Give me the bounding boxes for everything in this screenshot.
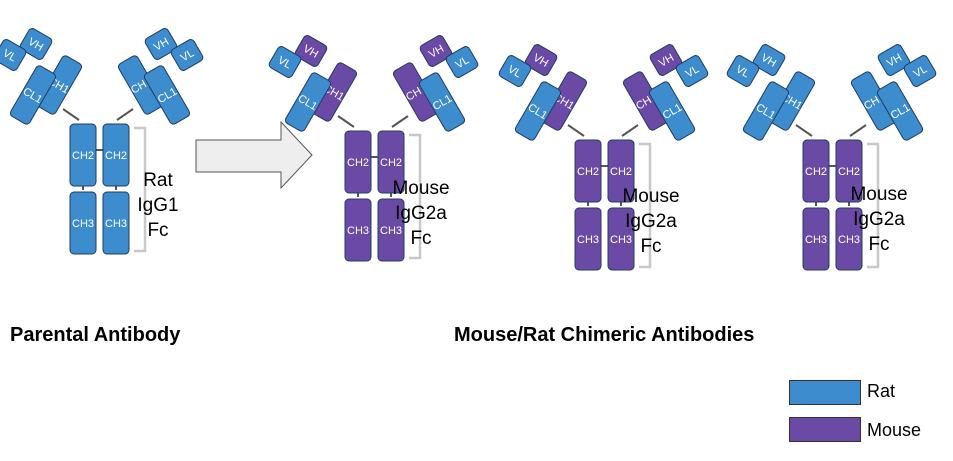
vl-right-domain: VL bbox=[170, 39, 204, 71]
ch2-right-domain: CH2 bbox=[835, 139, 863, 203]
legend-label-mouse: Mouse bbox=[867, 420, 922, 440]
ch2-right-domain-label: CH2 bbox=[380, 157, 402, 169]
ch3-right-domain: CH3 bbox=[377, 198, 405, 262]
vl-left-domain: VL bbox=[498, 55, 532, 87]
fc-label-line: IgG2a bbox=[625, 211, 677, 232]
legend-label-rat: Rat bbox=[867, 381, 896, 401]
ch3-left-domain: CH3 bbox=[802, 207, 830, 271]
ch3-right-domain-label: CH3 bbox=[838, 234, 860, 246]
ch3-left-domain-label: CH3 bbox=[577, 234, 599, 246]
fc-label-line: Rat bbox=[143, 170, 173, 191]
vl-right-domain: VL bbox=[675, 55, 709, 87]
ch2-right-domain-label: CH2 bbox=[610, 166, 632, 178]
cl1-left-domain: CL1 bbox=[742, 81, 790, 141]
ch3-left-domain-label: CH3 bbox=[347, 225, 369, 237]
vl-right-domain-label: VL bbox=[684, 63, 702, 80]
fc-label-line: Fc bbox=[868, 234, 889, 255]
chimeric-antibodies-caption: Mouse/Rat Chimeric Antibodies bbox=[454, 324, 755, 346]
vh-right-domain: VH bbox=[419, 35, 453, 67]
vh-left-domain: VH bbox=[752, 44, 786, 76]
ch2-left-domain: CH2 bbox=[69, 123, 97, 187]
fc-label-line: IgG2a bbox=[853, 209, 905, 230]
fc-label-line: Fc bbox=[640, 236, 661, 257]
ch2-right-domain: CH2 bbox=[102, 123, 130, 187]
ch2-left-domain-label: CH2 bbox=[72, 150, 94, 162]
cl1-left-domain: CL1 bbox=[514, 81, 562, 141]
ch1-left-domain: CH1 bbox=[540, 71, 588, 131]
ch2-left-domain: CH2 bbox=[574, 139, 602, 203]
ch2-right-domain: CH2 bbox=[377, 130, 405, 194]
vl-right-domain: VL bbox=[445, 46, 479, 78]
ch3-left-domain: CH3 bbox=[574, 207, 602, 271]
vl-right-domain-label: VL bbox=[912, 63, 930, 80]
vl-right-domain-label: VL bbox=[179, 47, 197, 64]
ch3-left-domain: CH3 bbox=[344, 198, 372, 262]
legend-swatch-mouse bbox=[789, 417, 861, 442]
cl1-right-domain: CL1 bbox=[418, 72, 466, 132]
vl-right-domain-label: VL bbox=[454, 54, 472, 71]
ch2-right-domain: CH2 bbox=[607, 139, 635, 203]
ch3-right-domain: CH3 bbox=[835, 207, 863, 271]
vh-left-domain: VH bbox=[294, 35, 328, 67]
vh-left-domain: VH bbox=[19, 28, 53, 60]
vl-left-domain-label: VL bbox=[1, 47, 19, 64]
vl-left-domain-label: VL bbox=[276, 54, 294, 71]
fc-label-line: IgG1 bbox=[137, 195, 178, 216]
fc-label-line: Mouse bbox=[850, 184, 907, 205]
ch3-right-domain-label: CH3 bbox=[380, 225, 402, 237]
ch2-right-domain-label: CH2 bbox=[838, 166, 860, 178]
vh-left-domain: VH bbox=[524, 44, 558, 76]
legend-swatch-rat bbox=[789, 380, 861, 405]
ch2-left-domain-label: CH2 bbox=[577, 166, 599, 178]
vl-left-domain: VL bbox=[0, 39, 27, 71]
fc-label-line: Mouse bbox=[392, 178, 449, 199]
ch3-left-domain-label: CH3 bbox=[72, 218, 94, 230]
fc-label-line: Mouse bbox=[622, 186, 679, 207]
vl-left-domain: VL bbox=[726, 55, 760, 87]
cl1-right-domain: CL1 bbox=[143, 65, 191, 125]
fc-label-line: Fc bbox=[410, 228, 431, 249]
fc-bracket bbox=[409, 133, 422, 260]
parental-antibody-caption: Parental Antibody bbox=[10, 324, 181, 346]
vh-right-domain: VH bbox=[144, 28, 178, 60]
process-arrow bbox=[195, 120, 313, 190]
ch2-left-domain: CH2 bbox=[802, 139, 830, 203]
fc-bracket bbox=[134, 126, 147, 253]
vh-right-domain: VH bbox=[877, 44, 911, 76]
fc-label-line: Fc bbox=[147, 220, 168, 241]
vl-left-domain: VL bbox=[268, 46, 302, 78]
ch2-right-domain-label: CH2 bbox=[105, 150, 127, 162]
ch2-left-domain: CH2 bbox=[344, 130, 372, 194]
cl1-right-domain: CL1 bbox=[876, 81, 924, 141]
ch3-left-domain-label: CH3 bbox=[805, 234, 827, 246]
ch3-left-domain: CH3 bbox=[69, 191, 97, 255]
vl-left-domain-label: VL bbox=[506, 63, 524, 80]
vl-left-domain-label: VL bbox=[734, 63, 752, 80]
ch2-left-domain-label: CH2 bbox=[347, 157, 369, 169]
ch3-right-domain: CH3 bbox=[102, 191, 130, 255]
fc-bracket bbox=[867, 142, 880, 269]
cl1-left-domain: CL1 bbox=[9, 65, 57, 125]
fc-bracket bbox=[639, 142, 652, 269]
cl1-left-domain: CL1 bbox=[284, 72, 332, 132]
vh-right-domain: VH bbox=[649, 44, 683, 76]
ch2-left-domain-label: CH2 bbox=[805, 166, 827, 178]
ch3-right-domain-label: CH3 bbox=[105, 218, 127, 230]
ch3-right-domain: CH3 bbox=[607, 207, 635, 271]
ch3-right-domain-label: CH3 bbox=[610, 234, 632, 246]
vl-right-domain: VL bbox=[903, 55, 937, 87]
fc-label-line: IgG2a bbox=[395, 203, 447, 224]
cl1-right-domain: CL1 bbox=[648, 81, 696, 141]
